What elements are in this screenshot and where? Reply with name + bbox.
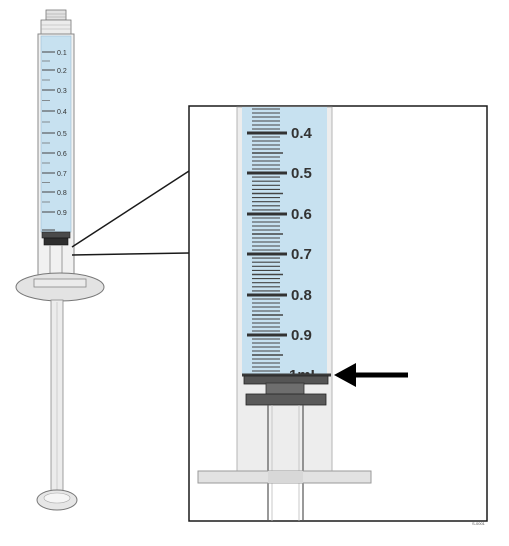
zoom-liquid <box>242 107 327 375</box>
syringe-label-0-7: 0.7 <box>57 171 67 178</box>
syringe-label-0-4: 0.4 <box>57 109 67 116</box>
zoom-label-0-6: 0.6 <box>291 206 312 223</box>
full-syringe: 0.1 0.2 0.3 0.4 0.5 0.6 0.7 0.8 0.9 <box>15 9 105 511</box>
plunger-stopper <box>41 231 71 246</box>
zoom-panel: 0.4 0.5 0.6 0.7 0.8 0.9 1mL <box>188 105 488 522</box>
zoom-label-0-4: 0.4 <box>291 125 313 142</box>
syringe-label-0-5: 0.5 <box>57 131 67 138</box>
figure-code: S-0001 <box>472 521 486 526</box>
syringe-scale-labels: 0.1 0.2 0.3 0.4 0.5 0.6 0.7 0.8 0.9 <box>57 50 67 217</box>
plunger-thumb-press <box>36 489 78 511</box>
syringe-label-0-2: 0.2 <box>57 68 67 75</box>
finger-flange <box>15 272 105 302</box>
syringe-tip <box>40 9 72 35</box>
plunger-rod <box>50 299 64 493</box>
zoom-scale-ticks <box>247 108 287 372</box>
syringe-label-0-8: 0.8 <box>57 190 67 197</box>
zoom-label-0-9: 0.9 <box>291 327 312 344</box>
zoom-label-0-8: 0.8 <box>291 287 312 304</box>
zoom-label-0-7: 0.7 <box>291 246 312 263</box>
zoom-label-0-5: 0.5 <box>291 165 312 182</box>
zoom-callout-lines <box>71 170 190 256</box>
syringe-label-0-1: 0.1 <box>57 50 67 57</box>
zoom-plunger-stopper <box>243 375 329 406</box>
syringe-label-0-6: 0.6 <box>57 151 67 158</box>
syringe-label-0-3: 0.3 <box>57 88 67 95</box>
arrow-left-icon <box>334 363 408 387</box>
syringe-label-0-9: 0.9 <box>57 210 67 217</box>
syringe-scale-ticks <box>42 51 55 231</box>
